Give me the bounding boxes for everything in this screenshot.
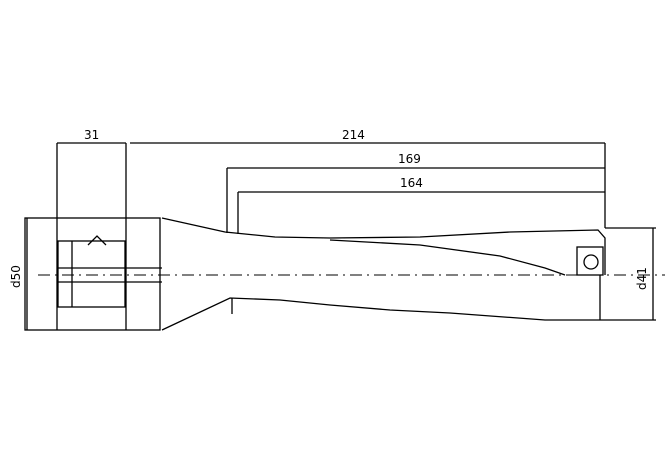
insert-screw-icon xyxy=(583,254,599,270)
dimension-214: 214 xyxy=(130,128,605,144)
dim-d50-label: d50 xyxy=(9,265,23,288)
dim-169-label: 169 xyxy=(398,152,421,166)
extension-lines xyxy=(56,143,606,330)
dimension-d50: d50 xyxy=(9,218,28,330)
dimension-d41: d41 xyxy=(600,227,656,321)
dim-d41-label: d41 xyxy=(635,267,649,290)
insert xyxy=(576,246,604,276)
shank xyxy=(24,217,162,331)
dimension-164: 164 xyxy=(238,176,605,193)
dimension-31: 31 xyxy=(57,128,126,144)
dim-164-label: 164 xyxy=(400,176,423,190)
dim-31-label: 31 xyxy=(84,128,99,142)
dimension-169: 169 xyxy=(227,152,605,169)
drill-body xyxy=(161,217,606,331)
dim-214-label: 214 xyxy=(342,128,365,142)
